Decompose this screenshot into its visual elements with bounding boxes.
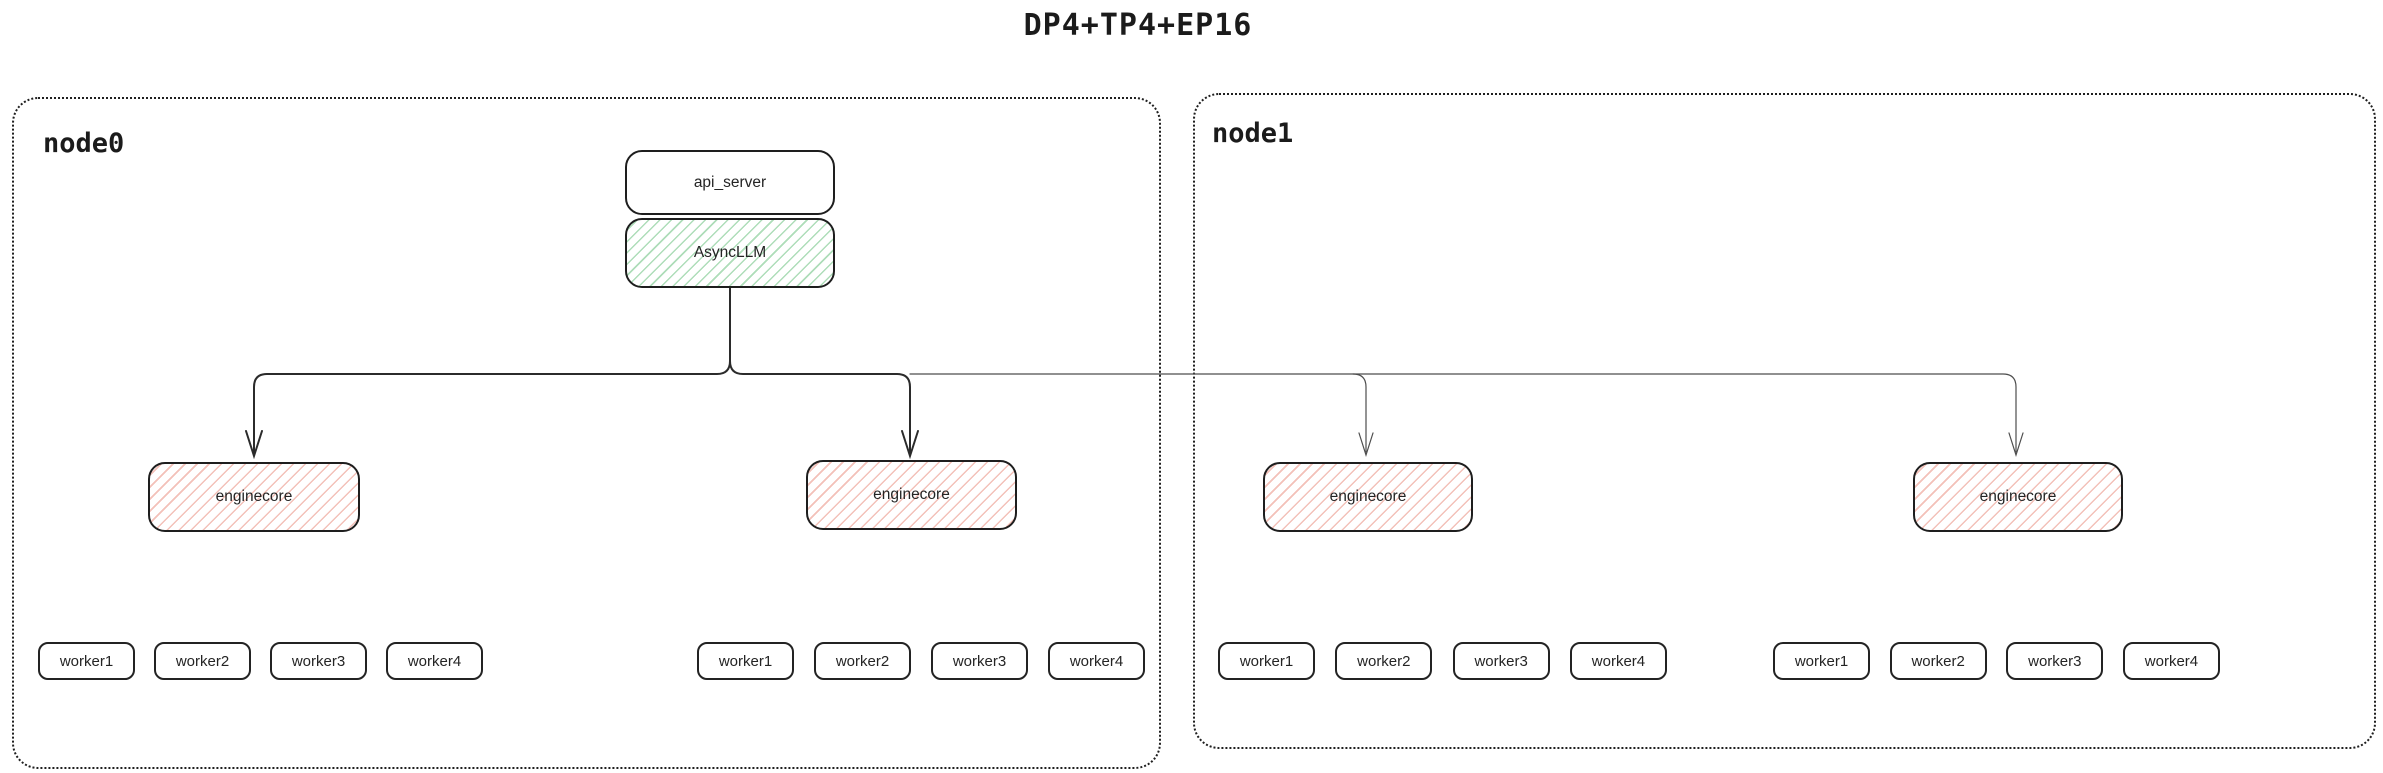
worker-label: worker2 [1911,652,1965,670]
enginecore-box: enginecore [1263,462,1473,532]
worker-box: worker2 [1335,642,1433,680]
asyncllm-label: AsyncLLM [693,244,767,261]
api-server-label: api_server [693,173,767,191]
api-server-box: api_server [625,150,835,215]
worker-box: worker1 [1218,642,1315,680]
worker-label: worker2 [835,652,890,670]
worker-label: worker2 [1357,652,1411,670]
worker-box: worker1 [1773,642,1870,680]
asyncllm-box: AsyncLLM [625,218,835,288]
worker-box: worker4 [2122,642,2220,680]
enginecore-label: enginecore [873,486,950,503]
worker-box: worker2 [154,642,251,680]
worker-label: worker1 [1794,652,1849,670]
enginecore-box: enginecore [1913,462,2123,532]
worker-label: worker2 [175,652,230,670]
node1-label: node1 [1212,118,1294,149]
worker-box: worker4 [386,642,483,680]
worker-box: worker1 [38,642,135,680]
worker-box: worker2 [1889,642,1987,680]
worker-group: worker1 worker2 worker3 worker4 [1773,642,2220,680]
worker-box: worker4 [1569,642,1667,680]
worker-label: worker3 [2028,652,2082,670]
worker-box: worker4 [1048,642,1145,680]
worker-label: worker4 [1591,652,1646,670]
worker-box: worker3 [1452,642,1550,680]
enginecore-box: enginecore [806,460,1017,530]
worker-label: worker4 [2144,652,2199,670]
worker-box: worker3 [931,642,1028,680]
worker-group: worker1 worker2 worker3 worker4 [38,642,483,680]
worker-label: worker1 [718,652,773,670]
worker-box: worker2 [814,642,911,680]
worker-label: worker4 [1069,652,1124,670]
worker-label: worker3 [1474,652,1528,670]
worker-label: worker4 [407,652,462,670]
enginecore-box: enginecore [148,462,360,532]
worker-group: worker1 worker2 worker3 worker4 [1218,642,1667,680]
node0-label: node0 [43,128,125,159]
worker-box: worker3 [2006,642,2104,680]
worker-label: worker3 [291,652,346,670]
enginecore-label: enginecore [215,488,293,505]
worker-label: worker1 [1239,652,1294,670]
enginecore-label: enginecore [1329,488,1407,505]
worker-box: worker1 [697,642,794,680]
diagram-title: DP4+TP4+EP16 [1023,8,1253,43]
worker-label: worker3 [952,652,1007,670]
worker-label: worker1 [59,652,114,670]
worker-box: worker3 [270,642,367,680]
enginecore-label: enginecore [1979,488,2057,505]
worker-group: worker1 worker2 worker3 worker4 [697,642,1145,680]
